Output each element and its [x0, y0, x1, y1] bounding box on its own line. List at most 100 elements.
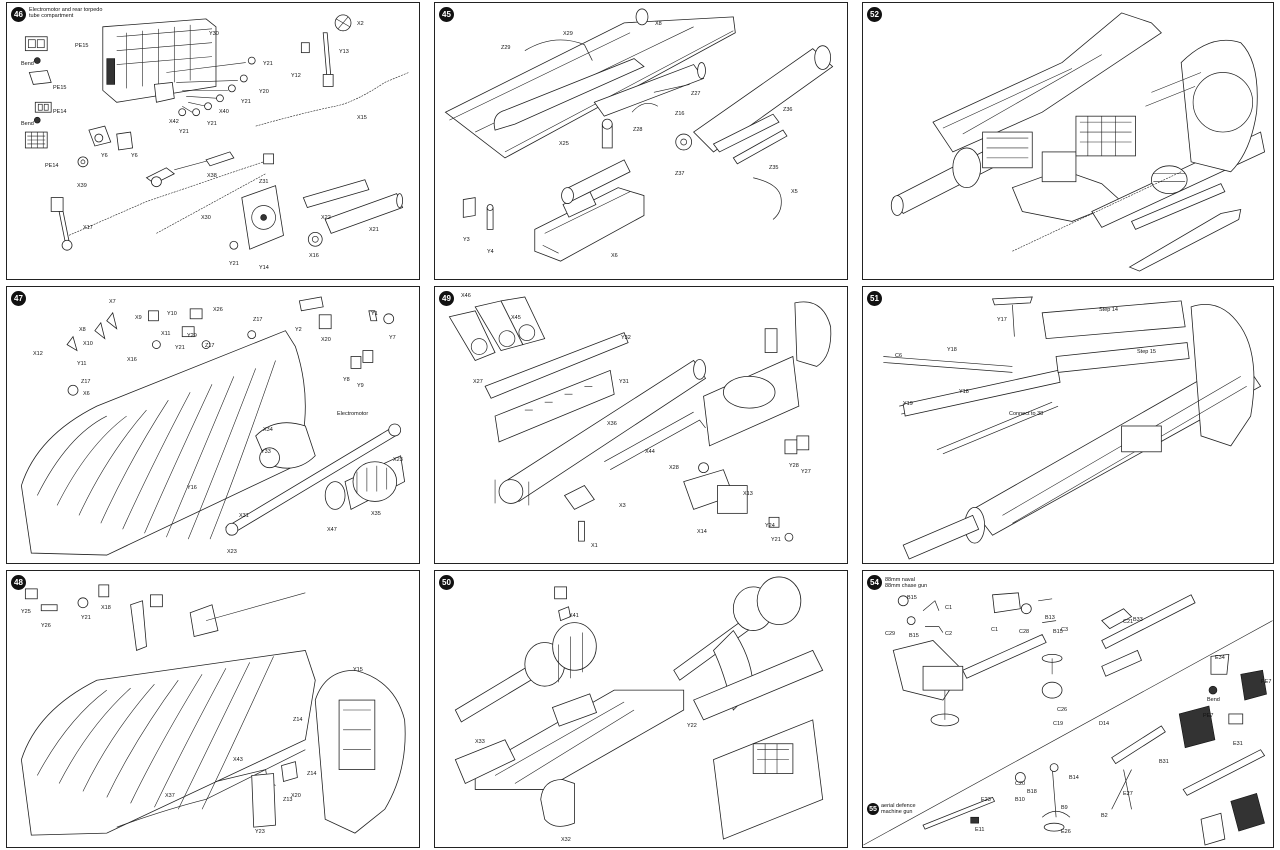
part-label: Bend — [1207, 697, 1220, 703]
part-label: Y21 — [207, 121, 217, 127]
part-label: X7 — [109, 299, 116, 305]
part-label: C21 — [1123, 619, 1134, 625]
part-label: Connect to 38 — [1009, 411, 1044, 417]
part-label: Y29 — [187, 333, 197, 339]
part-label: Y12 — [291, 73, 301, 79]
step-number: 47 — [11, 291, 26, 306]
part-label: Y4 — [487, 249, 494, 255]
part-label: Y11 — [77, 361, 87, 367]
part-label: Y21 — [179, 129, 189, 135]
part-label: PE14 — [53, 109, 67, 115]
part-label: C2 — [945, 631, 953, 637]
step-52-panel: 52 — [862, 2, 1274, 280]
part-label: C1 — [991, 627, 999, 633]
part-label: Y21 — [175, 345, 185, 351]
motor-mount-diagram — [454, 576, 824, 840]
step-number: 54 — [867, 575, 882, 590]
part-label: Y6 — [131, 153, 138, 159]
part-label: C26 — [1057, 707, 1068, 713]
part-label: Y21 — [81, 615, 91, 621]
part-label: Y30 — [209, 31, 219, 37]
step-note: 88mm naval 88mm chase gun — [885, 577, 928, 589]
hull-frame-diagram — [20, 296, 406, 556]
part-label: PE15 — [75, 43, 89, 49]
step-number: 50 — [439, 575, 454, 590]
part-label: E26 — [1061, 829, 1071, 835]
part-label: Y6 — [101, 153, 108, 159]
part-label: B13 — [1045, 615, 1055, 621]
part-label: Y16 — [187, 485, 197, 491]
part-label: X43 — [233, 757, 243, 763]
part-label: B15 — [1053, 629, 1063, 635]
stern-assembly-diagram — [890, 12, 1266, 272]
part-label: X6 — [611, 253, 618, 259]
part-label: Y28 — [789, 463, 799, 469]
part-label: X28 — [669, 465, 679, 471]
part-label: PE7 — [1261, 679, 1272, 685]
part-label: X13 — [743, 491, 753, 497]
part-label: Z37 — [675, 171, 685, 177]
part-label: B33 — [1133, 617, 1143, 623]
part-label: Y20 — [259, 89, 269, 95]
part-label: PE14 — [45, 163, 59, 169]
part-label: C3 — [1061, 627, 1069, 633]
torpedo-tube-exploded-diagram — [444, 8, 834, 262]
part-label: X10 — [83, 341, 93, 347]
part-label: X20 — [321, 337, 331, 343]
part-label: X6 — [83, 391, 90, 397]
part-label: X46 — [461, 293, 471, 299]
part-label: Y25 — [21, 609, 31, 615]
part-label: Step 15 — [1137, 349, 1156, 355]
part-label: C6 — [895, 353, 903, 359]
part-label: Y32 — [621, 335, 631, 341]
part-label: Y9 — [357, 383, 364, 389]
part-label: B31 — [1159, 759, 1169, 765]
part-label: Z31 — [259, 179, 269, 185]
part-label: X34 — [263, 427, 273, 433]
part-label: Y31 — [619, 379, 629, 385]
part-label: Y7 — [389, 335, 396, 341]
part-label: Z17 — [81, 379, 91, 385]
part-label: X8 — [655, 21, 662, 27]
part-label: X16 — [127, 357, 137, 363]
part-label: X31 — [239, 513, 249, 519]
part-label: Y14 — [259, 265, 269, 271]
part-label: Y2 — [295, 327, 302, 333]
part-label: B15 — [909, 633, 919, 639]
step-number: 48 — [11, 575, 26, 590]
part-label: X25 — [559, 141, 569, 147]
part-label: X11 — [161, 331, 171, 337]
part-label: Y17 — [997, 317, 1007, 323]
part-label: Y18 — [947, 347, 957, 353]
part-label: X42 — [169, 119, 179, 125]
part-label: Y24 — [765, 523, 775, 529]
step-note-b: aerial defence machine gun — [881, 803, 916, 815]
part-label: Bend — [21, 121, 34, 127]
part-label: X2 — [357, 21, 364, 27]
part-label: X22 — [321, 215, 331, 221]
part-label: Y21 — [771, 537, 781, 543]
step-46-panel: 46 Electromotor and rear torpedo tube co… — [6, 2, 420, 280]
part-label: Z29 — [501, 45, 511, 51]
part-label: X17 — [83, 225, 93, 231]
part-label: Z35 — [769, 165, 779, 171]
part-label: E27 — [1123, 791, 1133, 797]
part-label: X3 — [619, 503, 626, 509]
part-label: C20 — [1015, 781, 1026, 787]
step-number: 49 — [439, 291, 454, 306]
part-label: Step 14 — [1099, 307, 1118, 313]
part-label: X15 — [357, 115, 367, 121]
part-label: PE15 — [53, 85, 67, 91]
part-label: X8 — [79, 327, 86, 333]
part-label: C1 — [945, 605, 953, 611]
part-label: Y8 — [343, 377, 350, 383]
part-label: X39 — [77, 183, 87, 189]
part-label: B15 — [907, 595, 917, 601]
bow-hull-section-diagram — [20, 584, 406, 836]
part-label: X33 — [475, 739, 485, 745]
part-label: Z17 — [205, 343, 215, 349]
part-label: Y21 — [241, 99, 251, 105]
